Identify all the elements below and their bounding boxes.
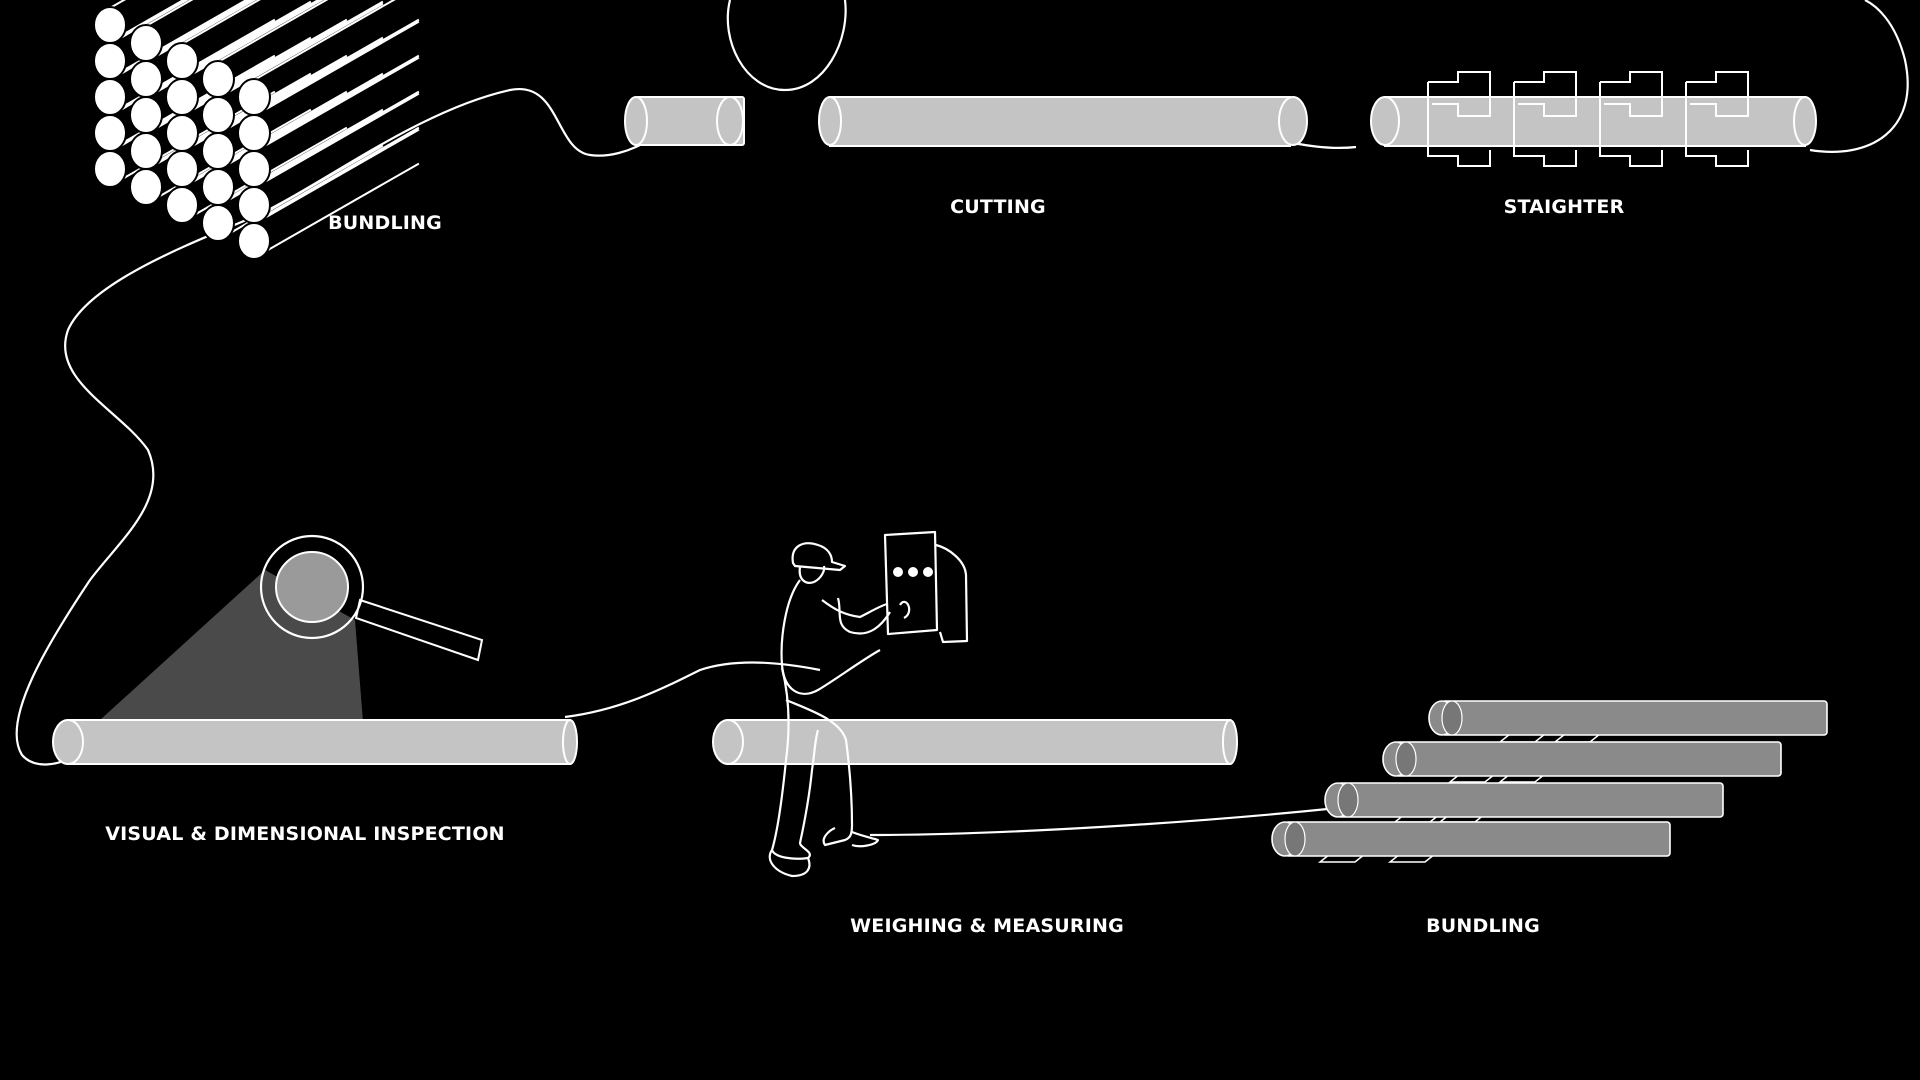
cutting-pipe bbox=[818, 96, 1308, 147]
tablet-dots-icon bbox=[893, 567, 933, 577]
label-bundling-bottom: BUNDLING bbox=[1426, 915, 1540, 937]
label-inspection: VISUAL & DIMENSIONAL INSPECTION bbox=[105, 823, 505, 845]
straightener-pipe bbox=[1370, 71, 1817, 167]
weighing-pipe bbox=[712, 719, 1238, 765]
label-straighter: STAIGHTER bbox=[1504, 196, 1625, 218]
inspection-pipe bbox=[52, 719, 578, 765]
process-flow-line bbox=[15, 0, 1909, 837]
worker-with-tablet-icon bbox=[768, 530, 969, 878]
label-bundling-top: BUNDLING bbox=[328, 212, 442, 234]
short-pipe bbox=[624, 96, 745, 146]
magnifying-glass-icon bbox=[100, 534, 484, 722]
label-weighing: WEIGHING & MEASURING bbox=[850, 915, 1124, 937]
label-cutting: CUTTING bbox=[950, 196, 1046, 218]
pipe-bundle-stack-icon bbox=[93, 0, 420, 260]
stacked-pipes-icon bbox=[1271, 700, 1828, 863]
top-loop-line bbox=[726, 0, 847, 92]
